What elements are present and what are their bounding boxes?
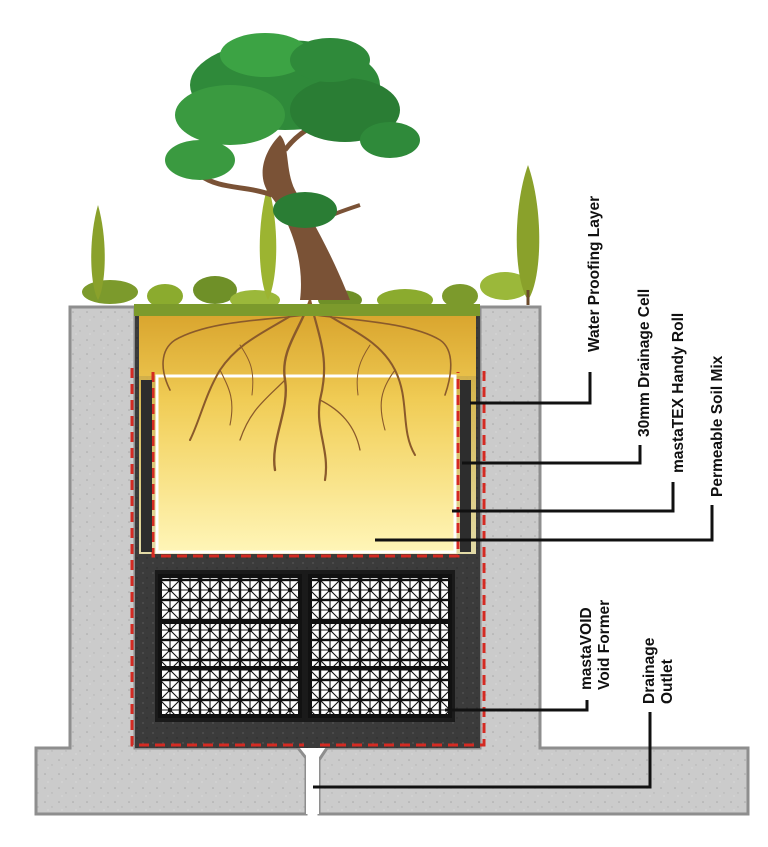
leader-water-proofing <box>470 372 592 405</box>
label-water-proofing-layer: Water Proofing Layer <box>586 196 603 352</box>
label-mastavoid-line2: Void Former <box>596 600 613 690</box>
leader-mastavoid <box>445 700 589 712</box>
leader-drainage-outlet <box>313 712 652 789</box>
drainage-outlet <box>306 748 319 814</box>
cypress-trees <box>91 165 540 305</box>
label-mastavoid-line1: mastaVOID <box>578 607 595 690</box>
leader-drainage-cell <box>462 445 642 465</box>
leader-lines <box>313 372 714 789</box>
tree <box>165 33 420 300</box>
leader-mastatex <box>452 482 675 513</box>
label-permeable-soil-mix: Permeable Soil Mix <box>709 355 726 497</box>
drainage-cell-30mm <box>141 380 471 552</box>
label-mastatex-handy-roll: mastaTEX Handy Roll <box>670 313 687 473</box>
leader-soil-mix <box>375 505 714 542</box>
label-30mm-drainage-cell: 30mm Drainage Cell <box>636 289 653 437</box>
label-drainage-outlet-line2: Outlet <box>659 659 676 704</box>
label-drainage-outlet-line1: Drainage <box>641 637 658 704</box>
permeable-soil-mix <box>139 314 476 554</box>
ground-shrubs <box>82 272 530 316</box>
mastatex-handy-roll <box>130 368 486 747</box>
tree-roots <box>162 298 452 482</box>
mastavoid-void-former <box>155 570 455 722</box>
